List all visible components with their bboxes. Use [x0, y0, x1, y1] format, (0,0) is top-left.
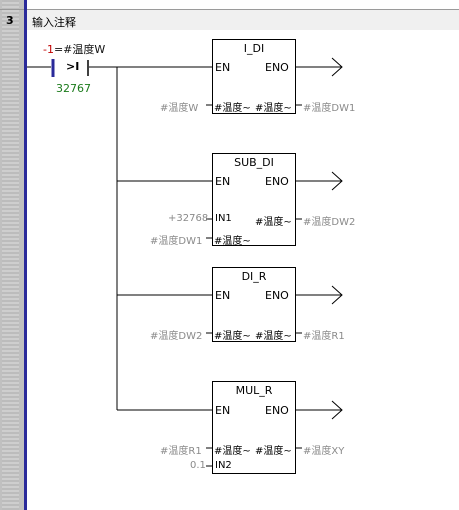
sub-di-in1-operand[interactable]: +32768 — [168, 213, 209, 224]
di-r-in-pin: #温度~ — [214, 331, 251, 342]
mul-r-box[interactable] — [212, 381, 296, 474]
i-di-eno-pin: ENO — [265, 61, 289, 74]
gutter-stripe — [2, 0, 19, 510]
i-di-out-operand[interactable]: #温度DW1 — [303, 103, 356, 114]
sub-di-in1-pin: IN1 — [215, 213, 232, 224]
contact-operand-prefix: -1 — [43, 43, 54, 56]
power-rail — [24, 0, 27, 510]
eno-arrow-2 — [331, 171, 343, 191]
eno-arrow-4 — [331, 400, 343, 420]
i-di-out-pin: #温度~ — [255, 103, 292, 114]
network-comment[interactable]: 输入注释 — [32, 16, 76, 29]
i-di-in-pin: #温度~ — [214, 103, 251, 114]
mul-r-out-pin: #温度~ — [255, 446, 292, 457]
di-r-box[interactable] — [212, 267, 296, 342]
di-r-out-pin: #温度~ — [255, 331, 292, 342]
mul-r-en-pin: EN — [215, 404, 231, 417]
contact-operand[interactable]: -1=#温度W — [43, 41, 105, 57]
sub-di-en-pin: EN — [215, 175, 231, 188]
compare-contact-symbol[interactable]: >I — [66, 60, 80, 73]
eno-arrow-3 — [331, 285, 343, 305]
contact-operand-var: =#温度W — [53, 43, 106, 56]
network-comment-area[interactable] — [27, 10, 459, 30]
di-r-in-operand[interactable]: #温度DW2 — [150, 331, 203, 342]
mul-r-in2-pin: IN2 — [215, 460, 232, 471]
eno-arrow-1 — [331, 57, 343, 77]
sub-di-out-pin: #温度~ — [255, 217, 292, 228]
mul-r-out-operand[interactable]: #温度XY — [303, 446, 345, 457]
rung-number[interactable]: 3 — [6, 14, 14, 27]
i-di-title: I_DI — [243, 42, 265, 55]
mul-r-title: MUL_R — [235, 384, 273, 397]
sub-di-box[interactable] — [212, 153, 296, 246]
di-r-title: DI_R — [241, 270, 267, 283]
mul-r-in1-pin: #温度~ — [214, 446, 251, 457]
mul-r-in1-operand[interactable]: #温度R1 — [160, 446, 202, 457]
di-r-eno-pin: ENO — [265, 289, 289, 302]
di-r-out-operand[interactable]: #温度R1 — [303, 331, 345, 342]
rung-gutter: 3 — [0, 0, 24, 510]
sub-di-title: SUB_DI — [234, 156, 274, 169]
sub-di-out-operand[interactable]: #温度DW2 — [303, 217, 356, 228]
di-r-en-pin: EN — [215, 289, 231, 302]
mul-r-in2-operand[interactable]: 0.1 — [190, 460, 206, 471]
i-di-en-pin: EN — [215, 61, 231, 74]
sub-di-eno-pin: ENO — [265, 175, 289, 188]
i-di-box[interactable] — [212, 39, 296, 114]
mul-r-eno-pin: ENO — [265, 404, 289, 417]
sub-di-in2-pin: #温度~ — [214, 236, 251, 247]
compare-value[interactable]: 32767 — [56, 82, 91, 95]
i-di-in-operand[interactable]: #温度W — [160, 103, 199, 114]
network-divider — [0, 9, 459, 10]
sub-di-in2-operand[interactable]: #温度DW1 — [150, 236, 203, 247]
